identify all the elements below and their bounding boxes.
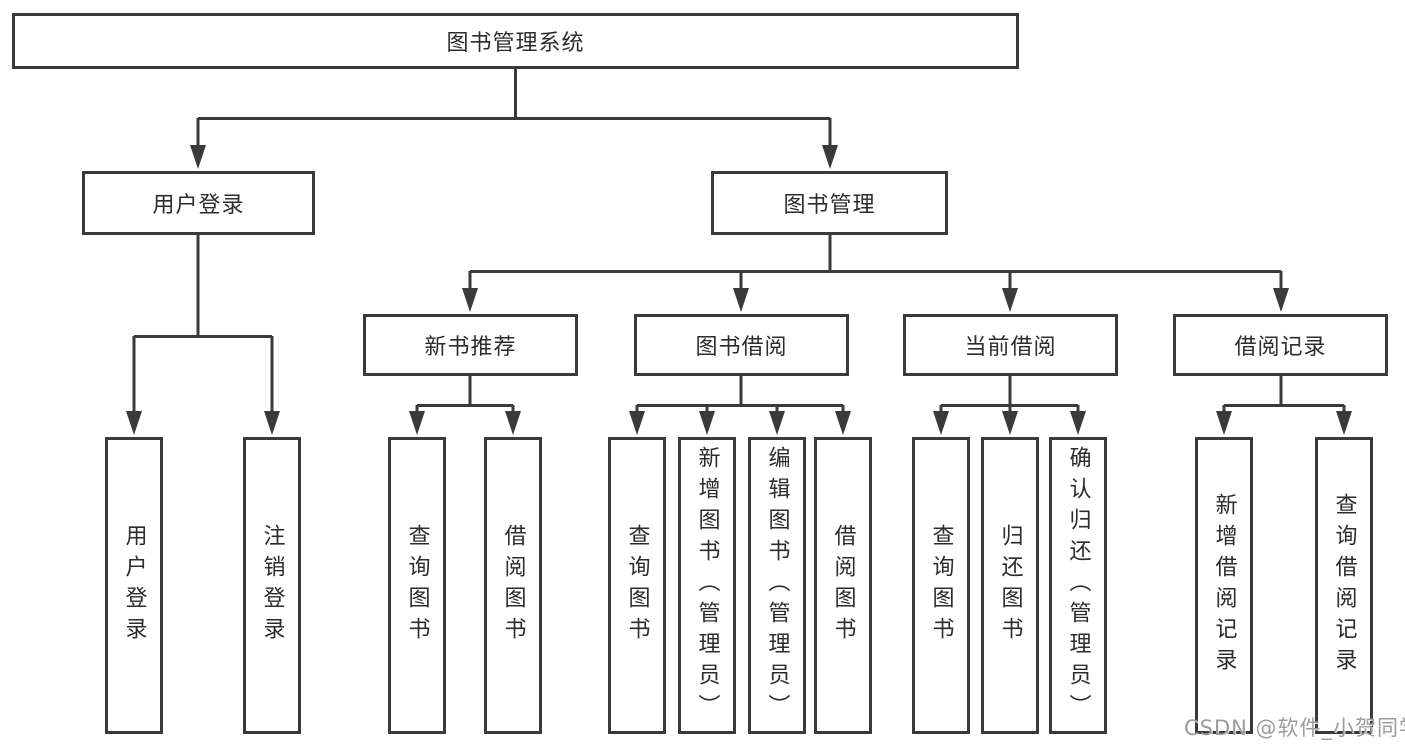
leaf-return-books: 归还图书 (981, 437, 1039, 734)
leaf-label: 借阅图书 (500, 523, 526, 648)
arrowhead (1273, 288, 1289, 312)
leaf-query-books-borrowing: 查询图书 (608, 437, 666, 734)
node-new-book-recommendation: 新书推荐 (363, 314, 578, 376)
leaf-label: 查询借阅记录 (1331, 492, 1357, 679)
leaf-label: 新增图书（管理员） (694, 446, 720, 725)
node-user-login: 用户登录 (82, 171, 315, 235)
node-library-system: 图书管理系统 (12, 13, 1019, 69)
arrowhead (409, 411, 425, 435)
node-label: 新书推荐 (424, 335, 517, 360)
leaf-add-borrow-record: 新增借阅记录 (1195, 437, 1253, 734)
node-book-management: 图书管理 (711, 171, 948, 235)
arrowhead (699, 411, 715, 435)
leaf-confirm-return-admin: 确认归还（管理员） (1049, 437, 1107, 734)
arrowhead (190, 145, 206, 169)
arrowhead (264, 411, 280, 435)
arrowhead (126, 411, 142, 435)
arrowhead (822, 145, 838, 169)
leaf-label: 确认归还（管理员） (1065, 446, 1091, 725)
watermark-text: CSDN @软件_小贺同学 (1184, 716, 1405, 740)
leaf-label: 查询图书 (928, 523, 954, 648)
leaf-label: 查询图书 (404, 523, 430, 648)
leaf-borrow-books-borrowing: 借阅图书 (814, 437, 872, 734)
node-borrowing-records: 借阅记录 (1173, 314, 1388, 376)
arrowhead (1070, 411, 1086, 435)
arrowhead (733, 288, 749, 312)
leaf-label: 借阅图书 (830, 523, 856, 648)
arrowhead (1002, 288, 1018, 312)
arrowhead (835, 411, 851, 435)
node-current-borrowing: 当前借阅 (903, 314, 1118, 376)
arrowhead (629, 411, 645, 435)
node-label: 图书管理 (783, 193, 876, 218)
node-label: 用户登录 (152, 193, 245, 218)
arrowhead (769, 411, 785, 435)
node-label: 图书借阅 (695, 335, 788, 360)
leaf-label: 新增借阅记录 (1211, 492, 1237, 679)
leaf-edit-books-admin: 编辑图书（管理员） (748, 437, 806, 734)
leaf-user-login: 用户登录 (105, 437, 163, 734)
leaf-query-books-recommend: 查询图书 (388, 437, 446, 734)
arrowhead (505, 411, 521, 435)
arrowhead (1216, 411, 1232, 435)
leaf-add-books-admin: 新增图书（管理员） (678, 437, 736, 734)
node-book-borrowing: 图书借阅 (634, 314, 849, 376)
arrowhead (933, 411, 949, 435)
leaf-logout-login: 注销登录 (243, 437, 301, 734)
arrowhead (1002, 411, 1018, 435)
leaf-query-books-current: 查询图书 (912, 437, 970, 734)
leaf-borrow-books-recommend: 借阅图书 (484, 437, 542, 734)
node-label: 当前借阅 (964, 335, 1057, 360)
node-label: 借阅记录 (1234, 335, 1327, 360)
leaf-label: 注销登录 (259, 523, 285, 648)
arrowhead (1336, 411, 1352, 435)
leaf-label: 用户登录 (121, 523, 147, 648)
node-label: 图书管理系统 (446, 31, 585, 56)
leaf-label: 编辑图书（管理员） (764, 446, 790, 725)
leaf-label: 查询图书 (624, 523, 650, 648)
leaf-query-borrow-record: 查询借阅记录 (1315, 437, 1373, 734)
leaf-label: 归还图书 (997, 523, 1023, 648)
arrowhead (462, 288, 478, 312)
